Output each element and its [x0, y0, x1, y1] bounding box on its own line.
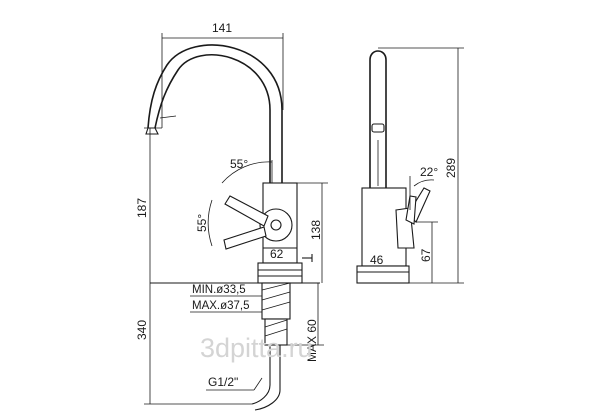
front-view: 141 187 138 62 55° 55° MIN.ø33,5 MAX.ø37…	[135, 21, 328, 411]
side-lever	[405, 187, 431, 225]
thread-callout: G1/2"	[206, 375, 263, 391]
body-width-label: 62	[270, 247, 284, 261]
total-height-label: 289	[444, 158, 458, 178]
dimension-below-deck: 340	[135, 283, 252, 405]
body-height-label: 138	[309, 220, 323, 240]
lever-upper-position	[224, 195, 269, 227]
spout-height-label: 187	[135, 198, 149, 218]
thread-label: G1/2"	[208, 375, 238, 389]
width-label: 141	[212, 21, 232, 35]
min-hole-label: MIN.ø33,5	[192, 284, 246, 296]
side-view: 22° 289 67 46	[356, 47, 464, 284]
dimension-body-height: 138	[297, 182, 328, 283]
hole-diameter-callouts: MIN.ø33,5 MAX.ø37,5	[190, 284, 262, 313]
lever-lower-position	[223, 226, 267, 250]
mounting-shank	[150, 282, 320, 411]
dimension-max-deck: MAX 60	[287, 283, 324, 362]
dimension-lever-height: 67	[416, 221, 438, 283]
dimension-total-height: 289	[378, 47, 464, 284]
dimension-width: 141	[161, 21, 284, 128]
base-diameter-label: 46	[370, 253, 384, 267]
lever-arc-lower	[207, 199, 213, 247]
lever-angle-down-label: 55°	[195, 214, 209, 232]
max-deck-label: MAX 60	[305, 319, 319, 362]
max-hole-label: MAX.ø37,5	[192, 300, 250, 312]
tap-body	[257, 182, 313, 284]
side-spout	[369, 50, 387, 188]
watermark: 3dpitta.ru	[200, 333, 313, 363]
tilt-arc	[413, 179, 435, 187]
lever-height-label: 67	[419, 248, 433, 262]
lever-arc-upper	[221, 161, 273, 184]
below-deck-label: 340	[135, 320, 149, 340]
lever-tilt-label: 22°	[420, 165, 438, 179]
side-body	[356, 187, 415, 284]
lever-angle-up-label: 55°	[230, 157, 248, 171]
dimension-spout-height: 187	[135, 127, 162, 283]
